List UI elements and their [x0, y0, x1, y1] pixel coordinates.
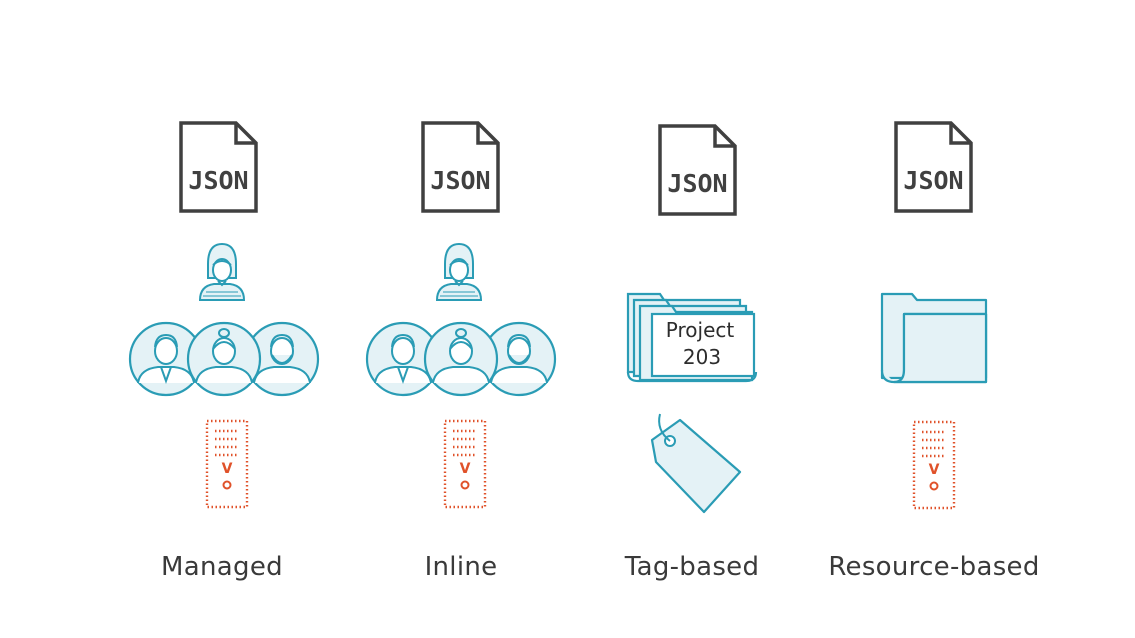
folder-label-line2: 203: [683, 345, 721, 369]
user-icon: [436, 243, 482, 301]
server-icon: V: [912, 420, 956, 510]
folder-stack-icon: Project 203: [626, 292, 758, 383]
server-glyph: V: [222, 461, 233, 477]
json-document-icon: JSON: [894, 121, 973, 213]
json-document-icon: JSON: [421, 121, 500, 213]
json-document-label: JSON: [430, 166, 490, 195]
column-resource-based: JSON V: [880, 121, 988, 510]
json-document-label: JSON: [903, 166, 963, 195]
column-inline: JSON V: [365, 121, 557, 509]
server-icon: V: [205, 419, 249, 509]
json-document-icon: JSON: [658, 124, 737, 216]
json-document-label: JSON: [667, 169, 727, 198]
json-document-label: JSON: [188, 166, 248, 195]
server-glyph: V: [929, 462, 940, 478]
column-tag-based: JSON Project 203: [626, 124, 758, 514]
tag-icon: [650, 413, 742, 514]
folder-label-line1: Project: [666, 318, 735, 342]
server-icon: V: [443, 419, 487, 509]
column-label-inline: Inline: [424, 552, 498, 582]
column-label-tag-based: Tag-based: [624, 552, 760, 582]
server-glyph: V: [460, 461, 471, 477]
user-group-icon: [128, 321, 320, 397]
column-label-resource-based: Resource-based: [828, 552, 1040, 582]
column-label-managed: Managed: [161, 552, 283, 582]
user-icon: [199, 243, 245, 301]
folder-icon: [880, 292, 988, 384]
json-document-icon: JSON: [179, 121, 258, 213]
user-group-icon: [365, 321, 557, 397]
column-managed: JSON V: [128, 121, 320, 509]
